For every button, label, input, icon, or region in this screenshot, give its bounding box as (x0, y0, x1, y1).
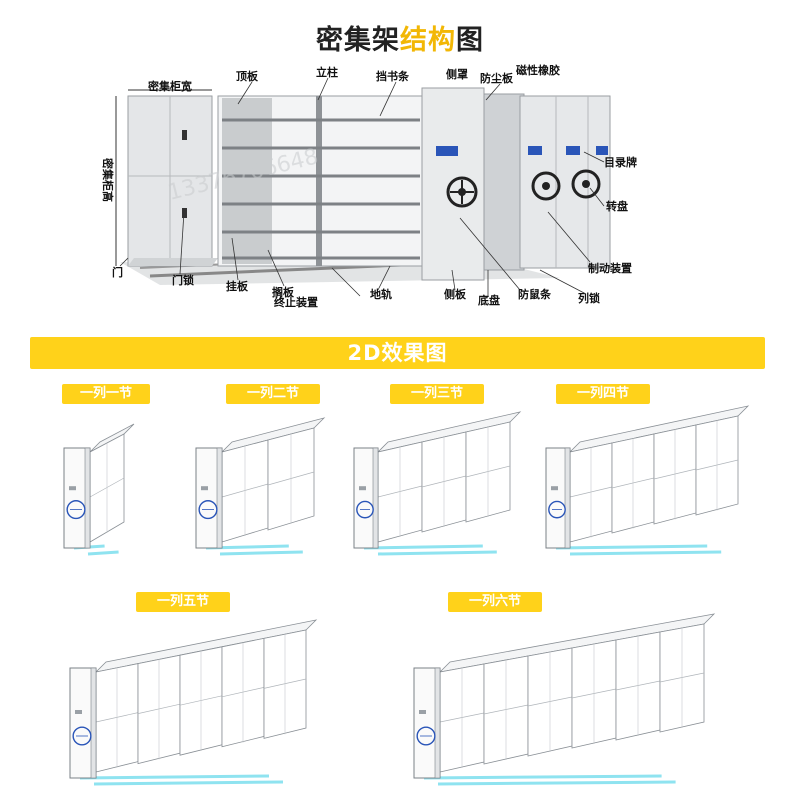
rail-line (570, 552, 721, 554)
rack-5 (70, 620, 316, 784)
rail-line (364, 546, 483, 548)
catalog-card (551, 486, 558, 490)
catalog-card (75, 710, 82, 714)
rack-4 (546, 406, 748, 554)
catalog-card (69, 486, 76, 490)
catalog-card (201, 486, 208, 490)
rail-line (88, 552, 119, 554)
rack-1 (64, 424, 134, 554)
rail-line (438, 782, 676, 784)
catalog-card (419, 710, 426, 714)
rack-6 (414, 614, 714, 784)
rack-3 (354, 412, 520, 554)
rail-line (94, 782, 283, 784)
rail-line (378, 552, 497, 554)
catalog-card (359, 486, 366, 490)
rail-line (424, 776, 662, 778)
rail-line (556, 546, 707, 548)
rack-2 (196, 418, 324, 554)
rail-line (80, 776, 269, 778)
rail-line (220, 552, 303, 554)
